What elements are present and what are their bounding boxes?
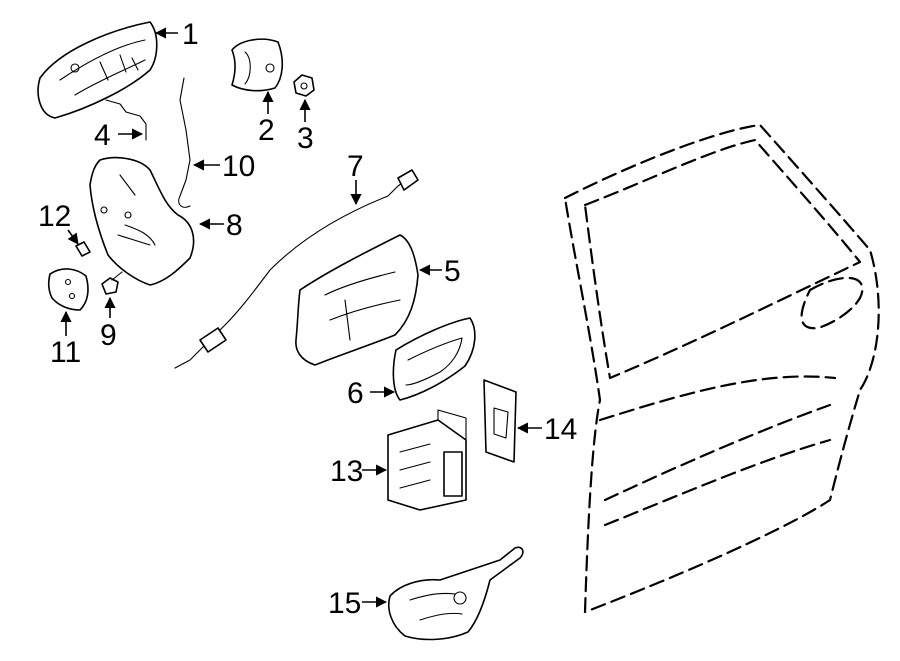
callout-2: 2 — [258, 90, 275, 147]
callout-label-9: 9 — [100, 319, 117, 352]
part-10-lock-rod — [178, 77, 191, 208]
callout-13: 13 — [330, 455, 388, 488]
callout-label-14: 14 — [544, 413, 577, 446]
callout-label-8: 8 — [226, 209, 243, 242]
part-7-release-cable — [174, 169, 419, 369]
part-13-hinge — [387, 409, 467, 511]
part-5-handle-housing — [295, 234, 419, 366]
part-4-rod-clip — [105, 99, 147, 141]
callout-label-4: 4 — [94, 119, 111, 152]
callout-7: 7 — [347, 150, 364, 206]
callout-label-15: 15 — [328, 587, 361, 620]
part-8-lock-actuator — [89, 156, 195, 286]
callout-4: 4 — [94, 119, 144, 152]
callout-label-11: 11 — [50, 336, 81, 369]
part-2-cylinder-shield — [231, 38, 284, 92]
callout-6: 6 — [347, 377, 396, 410]
part-1-outside-handle — [37, 21, 158, 119]
callout-label-13: 13 — [330, 455, 363, 488]
callout-12: 12 — [38, 200, 79, 245]
part-12-screw — [75, 241, 91, 257]
callout-3: 3 — [297, 98, 314, 155]
part-9-bolt — [101, 271, 123, 295]
part-11-bracket — [47, 268, 89, 311]
callout-15: 15 — [328, 587, 388, 620]
callout-14: 14 — [516, 413, 577, 446]
part-3-nut — [293, 74, 315, 97]
callout-label-2: 2 — [258, 114, 275, 147]
part-6-inside-handle-bezel — [392, 317, 476, 401]
callout-label-6: 6 — [347, 377, 364, 410]
callout-label-12: 12 — [38, 200, 71, 233]
callout-label-10: 10 — [222, 150, 255, 183]
callout-11: 11 — [50, 310, 81, 369]
callout-9: 9 — [100, 296, 117, 352]
part-14-striker-plate — [483, 379, 517, 463]
rear-door-outline — [563, 123, 880, 614]
part-15-door-check — [388, 546, 524, 641]
callout-label-3: 3 — [297, 122, 314, 155]
callout-label-5: 5 — [444, 255, 461, 288]
callout-5: 5 — [418, 255, 461, 288]
callout-label-1: 1 — [182, 18, 199, 51]
callout-label-7: 7 — [347, 150, 364, 183]
callout-8: 8 — [198, 209, 243, 242]
callout-1: 1 — [154, 18, 199, 51]
callout-10: 10 — [192, 150, 255, 183]
